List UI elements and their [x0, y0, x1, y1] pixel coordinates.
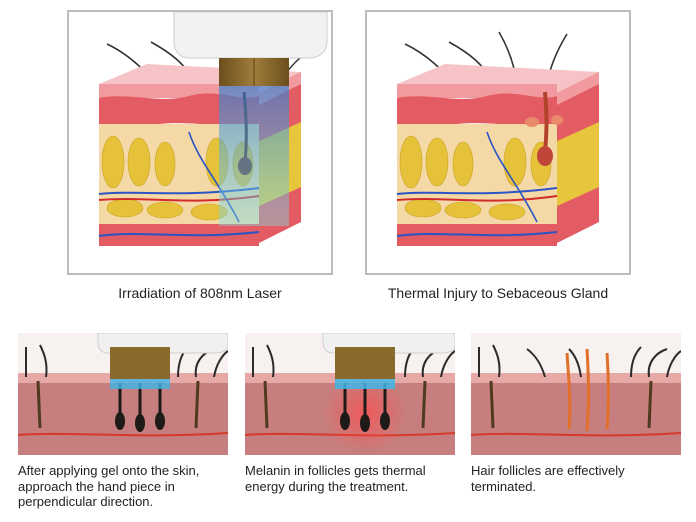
thermal-injury-caption: Thermal Injury to Sebaceous Gland	[387, 285, 609, 301]
skin-cross-section-heated-gland-icon	[396, 31, 599, 246]
handpiece-contact-skin-icon	[18, 333, 228, 455]
laser-irradiation-diagram	[67, 10, 333, 275]
thermal-injury-diagram	[365, 10, 631, 275]
skin-cross-section-laser-icon	[98, 12, 328, 246]
step-terminated-caption: Hair follicles are effectively terminate…	[471, 463, 625, 494]
handpiece-heating-follicles-icon	[245, 333, 455, 455]
laser-irradiation-caption: Irradiation of 808nm Laser	[118, 285, 282, 301]
step-apply-gel-caption: After applying gel onto the skin, approa…	[18, 463, 200, 509]
step-terminated-panel	[471, 333, 681, 455]
step-thermal-energy-panel	[245, 333, 455, 455]
step-thermal-energy-caption: Melanin in follicles gets thermal energy…	[245, 463, 426, 494]
step-apply-gel-panel	[18, 333, 228, 455]
terminated-follicles-icon	[471, 333, 681, 455]
